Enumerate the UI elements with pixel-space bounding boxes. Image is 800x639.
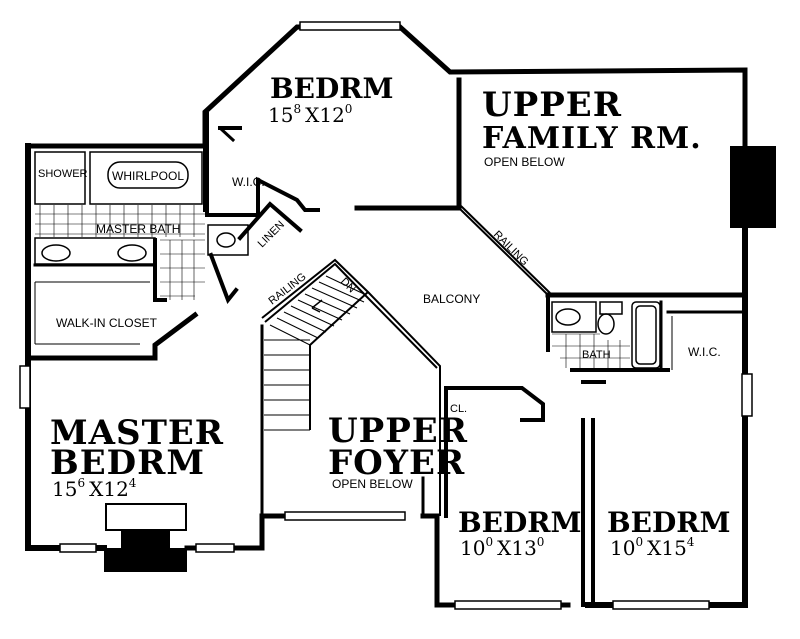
closet-shelves (34, 281, 673, 370)
shower-label: SHOWER (38, 168, 88, 180)
railings (261, 205, 551, 516)
cl-label: CL. (450, 403, 467, 415)
tile-grid (35, 205, 630, 368)
linen-label: LINEN (256, 219, 287, 250)
bedrm-mid-dim-a: 10 (460, 536, 485, 560)
fireplace-left (104, 530, 187, 572)
bath-fixtures (34, 151, 661, 369)
master-bedrm-line2: BEDRM (50, 443, 205, 483)
wic-right-label: W.I.C. (688, 345, 721, 359)
upper-foyer-note: OPEN BELOW (332, 477, 413, 491)
master-bedrm-dim-a: 15 (52, 477, 77, 501)
upper-family-note: OPEN BELOW (484, 155, 565, 169)
bedrm-right-label: BEDRM (607, 506, 731, 539)
whirlpool-label: WHIRLPOOL (112, 169, 184, 183)
balcony-label: BALCONY (423, 292, 480, 306)
railing-diag-label: RAILING (491, 229, 531, 269)
upper-family-line2: FAMILY RM. (482, 121, 702, 156)
master-bath-label: MASTER BATH (96, 222, 180, 236)
bedrm-top-label: BEDRM (270, 72, 394, 105)
bedrm-top-dim-a: 15 (268, 103, 293, 127)
stairs (264, 275, 365, 431)
bedrm-mid-label: BEDRM (458, 506, 582, 539)
bedrm-right-dim-a: 10 (610, 536, 635, 560)
upper-foyer-line1: UPPER (328, 411, 468, 451)
walk-in-closet-label: WALK-IN CLOSET (56, 316, 158, 330)
upper-foyer-line2: FOYER (328, 443, 465, 483)
master-bedrm-line1: MASTER (50, 413, 224, 453)
whirlpool-tub (107, 161, 189, 189)
bath-label: BATH (582, 349, 611, 361)
upper-family-line1: UPPER (482, 85, 622, 125)
wic-top-label: W.I.C. (232, 175, 265, 189)
stair-arrow-icon (311, 299, 323, 313)
fireplace-right (730, 146, 776, 228)
windows (19, 21, 753, 610)
